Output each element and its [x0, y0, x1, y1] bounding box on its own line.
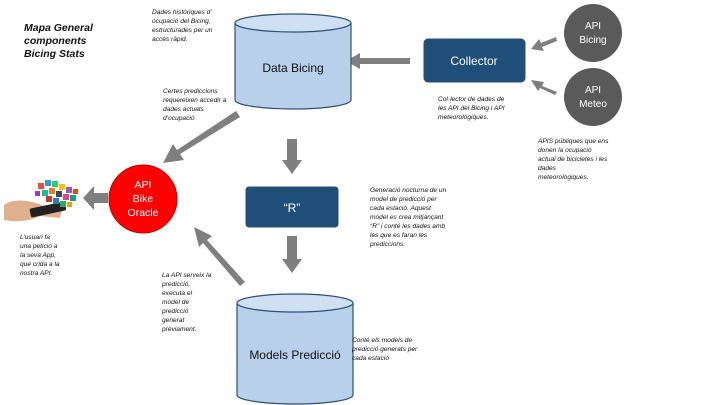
- note-realtime: Certes prediccions requereixen accedir a…: [163, 88, 227, 122]
- api-meteo-label-2: Meteo: [579, 99, 607, 110]
- collector-label: Collector: [450, 54, 497, 68]
- note-data-bicing: Dades històriques d’ ocupació del Bicing…: [152, 9, 213, 43]
- models-cylinder: Models Predicció: [236, 293, 354, 405]
- user-phone-illustration: [4, 180, 78, 222]
- collector-box: Collector: [423, 38, 526, 83]
- r-box: “R”: [245, 186, 339, 228]
- api-oracle-label-3: Oracle: [128, 207, 159, 219]
- api-oracle-label-2: Bike: [133, 193, 154, 205]
- note-models: Conté els models de predicció generats p…: [352, 337, 418, 362]
- diagram-title: Mapa General components Bicing Stats: [24, 22, 93, 60]
- arrow-models-to-oracle: [194, 227, 245, 286]
- api-bicing-label-1: API: [585, 21, 601, 32]
- api-bicing-label-2: Bicing: [579, 35, 606, 46]
- api-oracle-label-1: API: [135, 179, 152, 191]
- note-collector: Col·lector de dades de les API del Bicin…: [438, 96, 505, 121]
- note-r: Generació nocturna de un model de predic…: [370, 187, 447, 248]
- models-label: Models Predicció: [249, 348, 341, 362]
- api-meteo-circle: API Meteo: [564, 68, 622, 126]
- data-bicing-cylinder: Data Bicing: [234, 13, 352, 110]
- arrow-apibicing-to-collector: [531, 37, 557, 51]
- data-bicing-label: Data Bicing: [262, 61, 323, 75]
- api-meteo-label-1: API: [585, 85, 601, 96]
- note-apis: APIS públiques que ens donen la ocupació…: [538, 138, 609, 181]
- app-icons: [35, 180, 78, 207]
- arrow-apimeteo-to-collector: [531, 80, 557, 95]
- arrow-data-to-oracle: [163, 111, 240, 163]
- arrow-r-to-models: [282, 236, 302, 273]
- arrow-data-to-r: [282, 139, 302, 174]
- arrow-oracle-to-user: [83, 186, 108, 210]
- arrow-collector-to-data: [346, 53, 410, 69]
- phone-shape: [29, 201, 67, 218]
- arrows: [83, 37, 557, 286]
- api-oracle-circle: API Bike Oracle: [108, 164, 178, 234]
- note-user: L’usuari fa una petició a la seva App, q…: [20, 234, 60, 277]
- api-bicing-circle: API Bicing: [564, 4, 622, 62]
- r-label: “R”: [284, 201, 301, 215]
- note-api-serves: La API serveix la predicció, executa el …: [162, 272, 212, 333]
